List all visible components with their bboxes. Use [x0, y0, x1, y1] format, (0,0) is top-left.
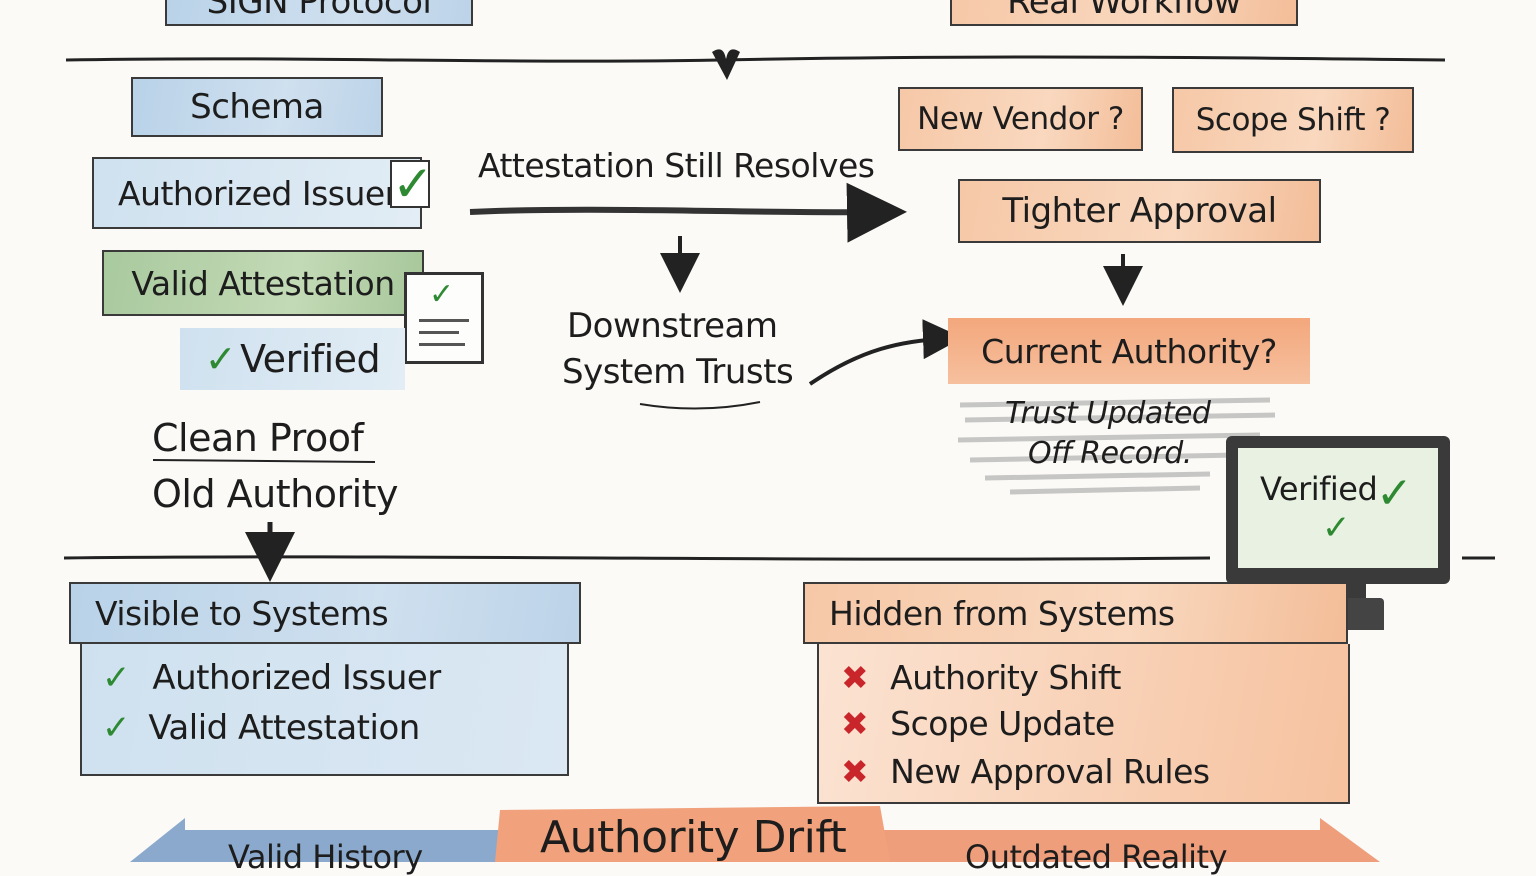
bottom-left-arrow: [130, 818, 520, 862]
visible-panel: ✓ Authorized Issuer ✓ Valid Attestation: [80, 644, 569, 776]
top-divider: [65, 55, 1446, 63]
current-authority-box: Current Authority?: [948, 318, 1310, 384]
trust-updated-line2: Off Record.: [1028, 436, 1192, 471]
real-workflow-header: Real Workflow: [950, 0, 1298, 26]
divider-heart-icon: [712, 49, 740, 80]
bottom-center-band: [495, 806, 890, 862]
verified-check-icon: ✓: [204, 337, 237, 381]
sign-protocol-header: SIGN Protocol: [165, 0, 473, 26]
resolves-arrow: [469, 182, 907, 243]
old-authority-label: Old Authority: [152, 472, 399, 516]
downstream-label-line1: Downstream: [567, 306, 778, 346]
authorized-issuer-box: Authorized Issuer: [92, 157, 422, 229]
clean-proof-label: Clean Proof: [152, 416, 364, 460]
downstream-to-authority-arrow: [808, 319, 963, 386]
visible-item: ✓ Authorized Issuer: [102, 658, 441, 698]
issuer-check-icon: ✓: [390, 155, 434, 213]
scribble-cloud: [957, 397, 1276, 495]
check-icon: ✓: [102, 708, 131, 748]
cross-icon: ✖: [841, 658, 869, 697]
monitor-verified-label: Verified: [1260, 470, 1378, 508]
hidden-item: ✖ Scope Update: [841, 704, 1115, 743]
outdated-reality-label: Outdated Reality: [965, 838, 1228, 876]
check-icon: ✓: [102, 658, 131, 698]
visible-item: ✓ Valid Attestation: [102, 708, 420, 748]
bottom-right-arrow: [880, 818, 1380, 862]
new-vendor-box: New Vendor ?: [898, 87, 1143, 151]
middle-divider: [63, 555, 1211, 561]
hidden-header: Hidden from Systems: [803, 582, 1348, 644]
cross-icon: ✖: [841, 704, 869, 743]
valid-attestation-box: Valid Attestation: [102, 250, 424, 316]
hidden-item: ✖ Authority Shift: [841, 658, 1121, 697]
hidden-panel: ✖ Authority Shift ✖ Scope Update ✖ New A…: [817, 644, 1350, 804]
hidden-item: ✖ New Approval Rules: [841, 752, 1210, 791]
cross-icon: ✖: [841, 752, 869, 791]
monitor-check-icon: ✓: [1376, 468, 1413, 519]
trust-updated-line1: Trust Updated: [1005, 396, 1211, 431]
visible-header: Visible to Systems: [69, 582, 581, 644]
verified-box: ✓ Verified: [180, 328, 405, 390]
scope-shift-box: Scope Shift ?: [1172, 87, 1414, 153]
authority-drift-label: Authority Drift: [540, 812, 847, 863]
document-icon: ✓: [404, 272, 484, 364]
schema-box: Schema: [131, 77, 383, 137]
tighter-approval-box: Tighter Approval: [958, 179, 1321, 243]
resolves-label: Attestation Still Resolves: [478, 146, 875, 185]
monitor-icon: Verified ✓ ✓: [1226, 436, 1450, 584]
valid-history-label: Valid History: [228, 838, 423, 876]
downstream-label-line2: System Trusts: [562, 352, 794, 392]
